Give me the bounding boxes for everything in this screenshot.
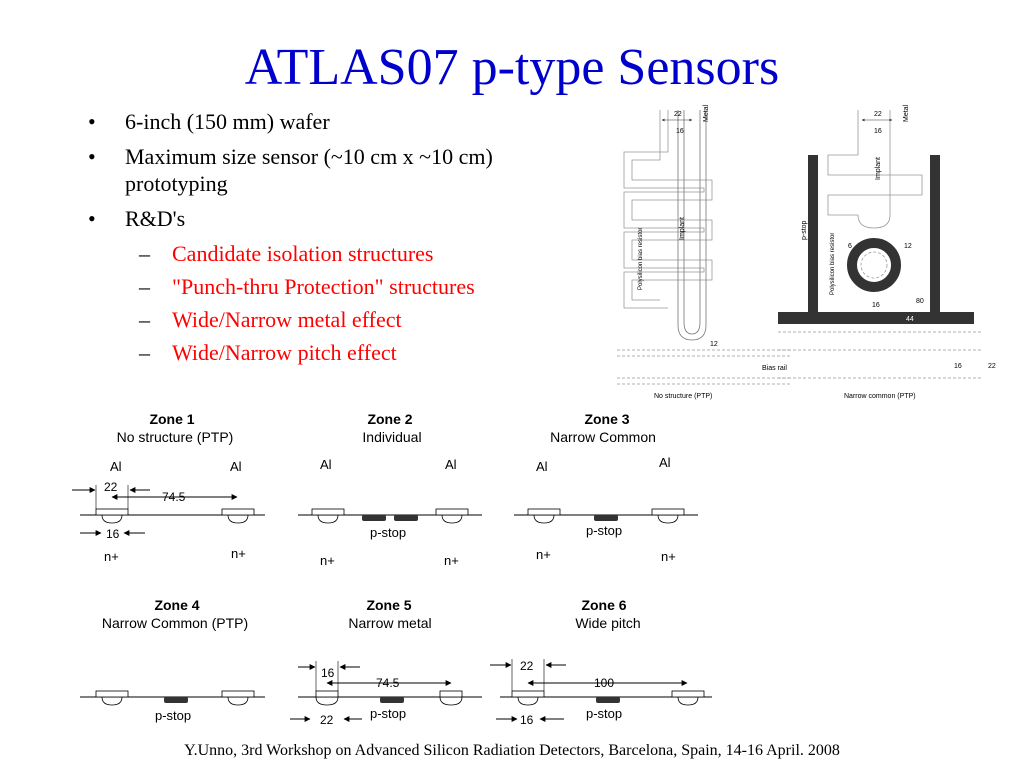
zone-6: Zone 6 Wide pitch 22 100 16 p-stop bbox=[490, 597, 712, 727]
zone-5-pstop: p-stop bbox=[370, 706, 406, 721]
zone-6-subtitle: Wide pitch bbox=[575, 615, 640, 631]
zone-1: Zone 1 No structure (PTP) Al Al 22 74.5 … bbox=[72, 411, 265, 564]
zone-1-title: Zone 1 bbox=[149, 411, 194, 427]
zone-2-al-left: Al bbox=[320, 457, 332, 472]
bullet-max-size: Maximum size sensor (~10 cm x ~10 cm) pr… bbox=[86, 143, 555, 197]
zone-6-dim-100: 100 bbox=[594, 676, 614, 690]
zone-6-pstop: p-stop bbox=[586, 706, 622, 721]
footer-citation: Y.Unno, 3rd Workshop on Advanced Silicon… bbox=[184, 742, 840, 759]
right-pstop-label: p-stop bbox=[801, 220, 808, 240]
right-metal-label: Metal bbox=[903, 104, 910, 122]
right-dim-16: 16 bbox=[874, 128, 882, 135]
zone-4-subtitle: Narrow Common (PTP) bbox=[102, 615, 248, 631]
left-implant-label: Implant bbox=[679, 217, 686, 240]
bullet-wafer: 6-inch (150 mm) wafer bbox=[86, 108, 586, 135]
zone-6-title: Zone 6 bbox=[581, 597, 626, 613]
zone-2-title: Zone 2 bbox=[367, 411, 412, 427]
slide-title: ATLAS07 p-type Sensors bbox=[244, 39, 780, 96]
right-dim-16b: 16 bbox=[872, 302, 880, 309]
sub-bullet-pitch: Wide/Narrow pitch effect bbox=[86, 339, 586, 366]
left-dim-12: 12 bbox=[710, 341, 718, 348]
bias-rail-label: Bias rail bbox=[762, 365, 787, 372]
zone-2-n-left: n+ bbox=[320, 553, 335, 568]
zone-1-n-left: n+ bbox=[104, 549, 119, 564]
zone-2: Zone 2 Individual Al Al p-stop n+ n+ bbox=[298, 411, 482, 568]
zone-3-title: Zone 3 bbox=[584, 411, 629, 427]
left-metal-label: Metal bbox=[703, 104, 710, 122]
zone-1-dim-22: 22 bbox=[104, 480, 118, 494]
right-dim-16c: 16 bbox=[954, 363, 962, 370]
zone-3-subtitle: Narrow Common bbox=[550, 429, 656, 445]
zone-6-dim-16: 16 bbox=[520, 713, 534, 727]
zone-3-al-right: Al bbox=[659, 455, 671, 470]
zones-diagram: Zone 1 No structure (PTP) Al Al 22 74.5 … bbox=[72, 411, 712, 727]
zone-1-al-left: Al bbox=[110, 459, 122, 474]
left-caption: No structure (PTP) bbox=[654, 393, 712, 400]
right-dim-80: 80 bbox=[916, 298, 924, 305]
left-dim-22: 22 bbox=[674, 111, 682, 118]
left-resistor-label: Polysilicon bias resistor bbox=[638, 228, 644, 290]
bullet-rnd: R&D's bbox=[86, 205, 586, 232]
sub-bullet-punch-thru: "Punch-thru Protection" structures bbox=[86, 273, 586, 300]
zone-5-dim-16: 16 bbox=[321, 666, 335, 680]
bullet-list: 6-inch (150 mm) wafer Maximum size senso… bbox=[86, 108, 586, 372]
sub-bullet-isolation: Candidate isolation structures bbox=[86, 240, 586, 267]
right-resistor-label: Polysilicon bias resistor bbox=[830, 233, 836, 295]
zone-5-dim-22: 22 bbox=[320, 713, 334, 727]
zone-3-pstop: p-stop bbox=[586, 523, 622, 538]
zone-4-pstop: p-stop bbox=[155, 708, 191, 723]
zone-2-subtitle: Individual bbox=[362, 429, 421, 445]
right-dim-22: 22 bbox=[874, 111, 882, 118]
zone-1-subtitle: No structure (PTP) bbox=[117, 429, 234, 445]
layout-left bbox=[617, 110, 792, 385]
zone-1-dim-16: 16 bbox=[106, 527, 120, 541]
zone-2-al-right: Al bbox=[445, 457, 457, 472]
left-dim-16: 16 bbox=[676, 128, 684, 135]
zone-1-al-right: Al bbox=[230, 459, 242, 474]
zone-1-dim-74: 74.5 bbox=[162, 490, 186, 504]
zone-5: Zone 5 Narrow metal 16 74.5 22 p-stop bbox=[290, 597, 482, 727]
right-dim-22b: 22 bbox=[988, 363, 996, 370]
zone-1-n-right: n+ bbox=[231, 546, 246, 561]
right-dim-6: 6 bbox=[848, 243, 852, 250]
right-dim-44: 44 bbox=[906, 316, 914, 323]
layout-right bbox=[778, 110, 982, 379]
zone-5-title: Zone 5 bbox=[366, 597, 411, 613]
right-dim-12: 12 bbox=[904, 243, 912, 250]
right-caption: Narrow common (PTP) bbox=[844, 393, 916, 400]
zone-3: Zone 3 Narrow Common Al Al p-stop n+ n+ bbox=[514, 411, 698, 564]
right-implant-label: Implant bbox=[875, 157, 882, 180]
zone-4: Zone 4 Narrow Common (PTP) p-stop bbox=[80, 597, 265, 723]
zone-3-n-right: n+ bbox=[661, 549, 676, 564]
zone-2-pstop: p-stop bbox=[370, 525, 406, 540]
zone-5-dim-74: 74.5 bbox=[376, 676, 400, 690]
zone-4-title: Zone 4 bbox=[154, 597, 199, 613]
layout-drawing: 22 16 Metal Implant Polysilicon bias res… bbox=[617, 104, 996, 400]
zone-2-n-right: n+ bbox=[444, 553, 459, 568]
zone-6-dim-22: 22 bbox=[520, 659, 534, 673]
zone-3-n-left: n+ bbox=[536, 547, 551, 562]
zone-5-subtitle: Narrow metal bbox=[348, 615, 431, 631]
sub-bullet-metal: Wide/Narrow metal effect bbox=[86, 306, 586, 333]
zone-3-al-left: Al bbox=[536, 459, 548, 474]
